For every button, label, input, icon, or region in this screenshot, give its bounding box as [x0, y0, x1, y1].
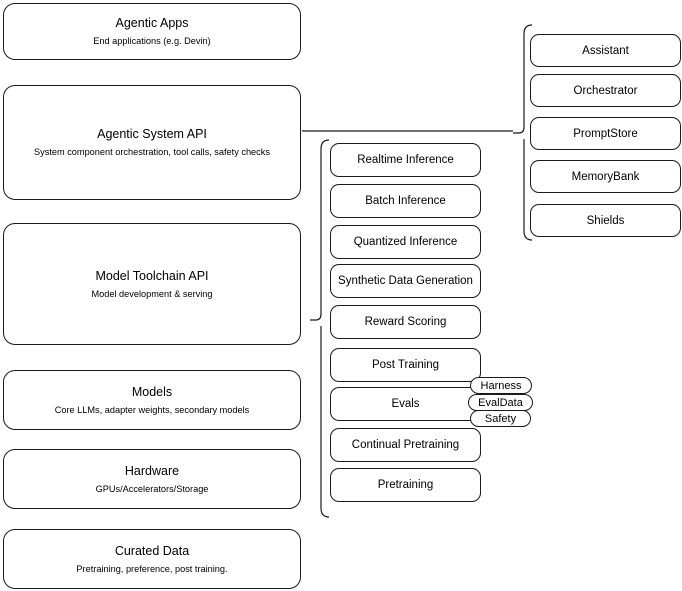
- capability-realtime-inference[interactable]: Realtime Inference: [330, 143, 481, 177]
- capability-reward-scoring[interactable]: Reward Scoring: [330, 305, 481, 339]
- capability-evals[interactable]: Evals: [330, 387, 481, 421]
- component-assistant[interactable]: Assistant: [530, 34, 681, 67]
- layer-title: Models: [131, 384, 173, 399]
- layer-subtitle: End applications (e.g. Devin): [93, 36, 211, 47]
- layer-title: Agentic System API: [97, 127, 207, 142]
- layer-subtitle: System component orchestration, tool cal…: [34, 147, 270, 158]
- layer-model-toolchain-api[interactable]: Model Toolchain API Model development & …: [3, 223, 301, 345]
- component-orchestrator[interactable]: Orchestrator: [530, 74, 681, 107]
- layer-curated-data[interactable]: Curated Data Pretraining, preference, po…: [3, 529, 301, 589]
- layer-subtitle: Model development & serving: [91, 288, 213, 299]
- eval-badge-safety[interactable]: Safety: [470, 410, 531, 427]
- layer-subtitle: Core LLMs, adapter weights, secondary mo…: [54, 404, 250, 415]
- capability-synthetic-data-generation[interactable]: Synthetic Data Generation: [330, 264, 481, 298]
- capability-pretraining[interactable]: Pretraining: [330, 468, 481, 502]
- layer-subtitle: GPUs/Accelerators/Storage: [95, 483, 209, 494]
- layer-title: Hardware: [124, 463, 180, 478]
- eval-badge-harness[interactable]: Harness: [470, 377, 532, 394]
- component-promptstore[interactable]: PromptStore: [530, 117, 681, 150]
- middle-brace: [310, 139, 330, 518]
- layer-agentic-apps[interactable]: Agentic Apps End applications (e.g. Devi…: [3, 3, 301, 60]
- capability-batch-inference[interactable]: Batch Inference: [330, 184, 481, 218]
- component-memorybank[interactable]: MemoryBank: [530, 160, 681, 193]
- layer-title: Curated Data: [114, 543, 190, 558]
- layer-models[interactable]: Models Core LLMs, adapter weights, secon…: [3, 370, 301, 430]
- capability-post-training[interactable]: Post Training: [330, 348, 481, 382]
- capability-continual-pretraining[interactable]: Continual Pretraining: [330, 428, 481, 462]
- layer-title: Agentic Apps: [115, 16, 189, 31]
- layer-agentic-system-api[interactable]: Agentic System API System component orch…: [3, 85, 301, 200]
- layer-subtitle: Pretraining, preference, post training.: [76, 563, 228, 574]
- layer-hardware[interactable]: Hardware GPUs/Accelerators/Storage: [3, 449, 301, 509]
- eval-badge-evaldata[interactable]: EvalData: [468, 394, 533, 411]
- layer-title: Model Toolchain API: [95, 268, 209, 283]
- capability-quantized-inference[interactable]: Quantized Inference: [330, 225, 481, 259]
- component-shields[interactable]: Shields: [530, 204, 681, 237]
